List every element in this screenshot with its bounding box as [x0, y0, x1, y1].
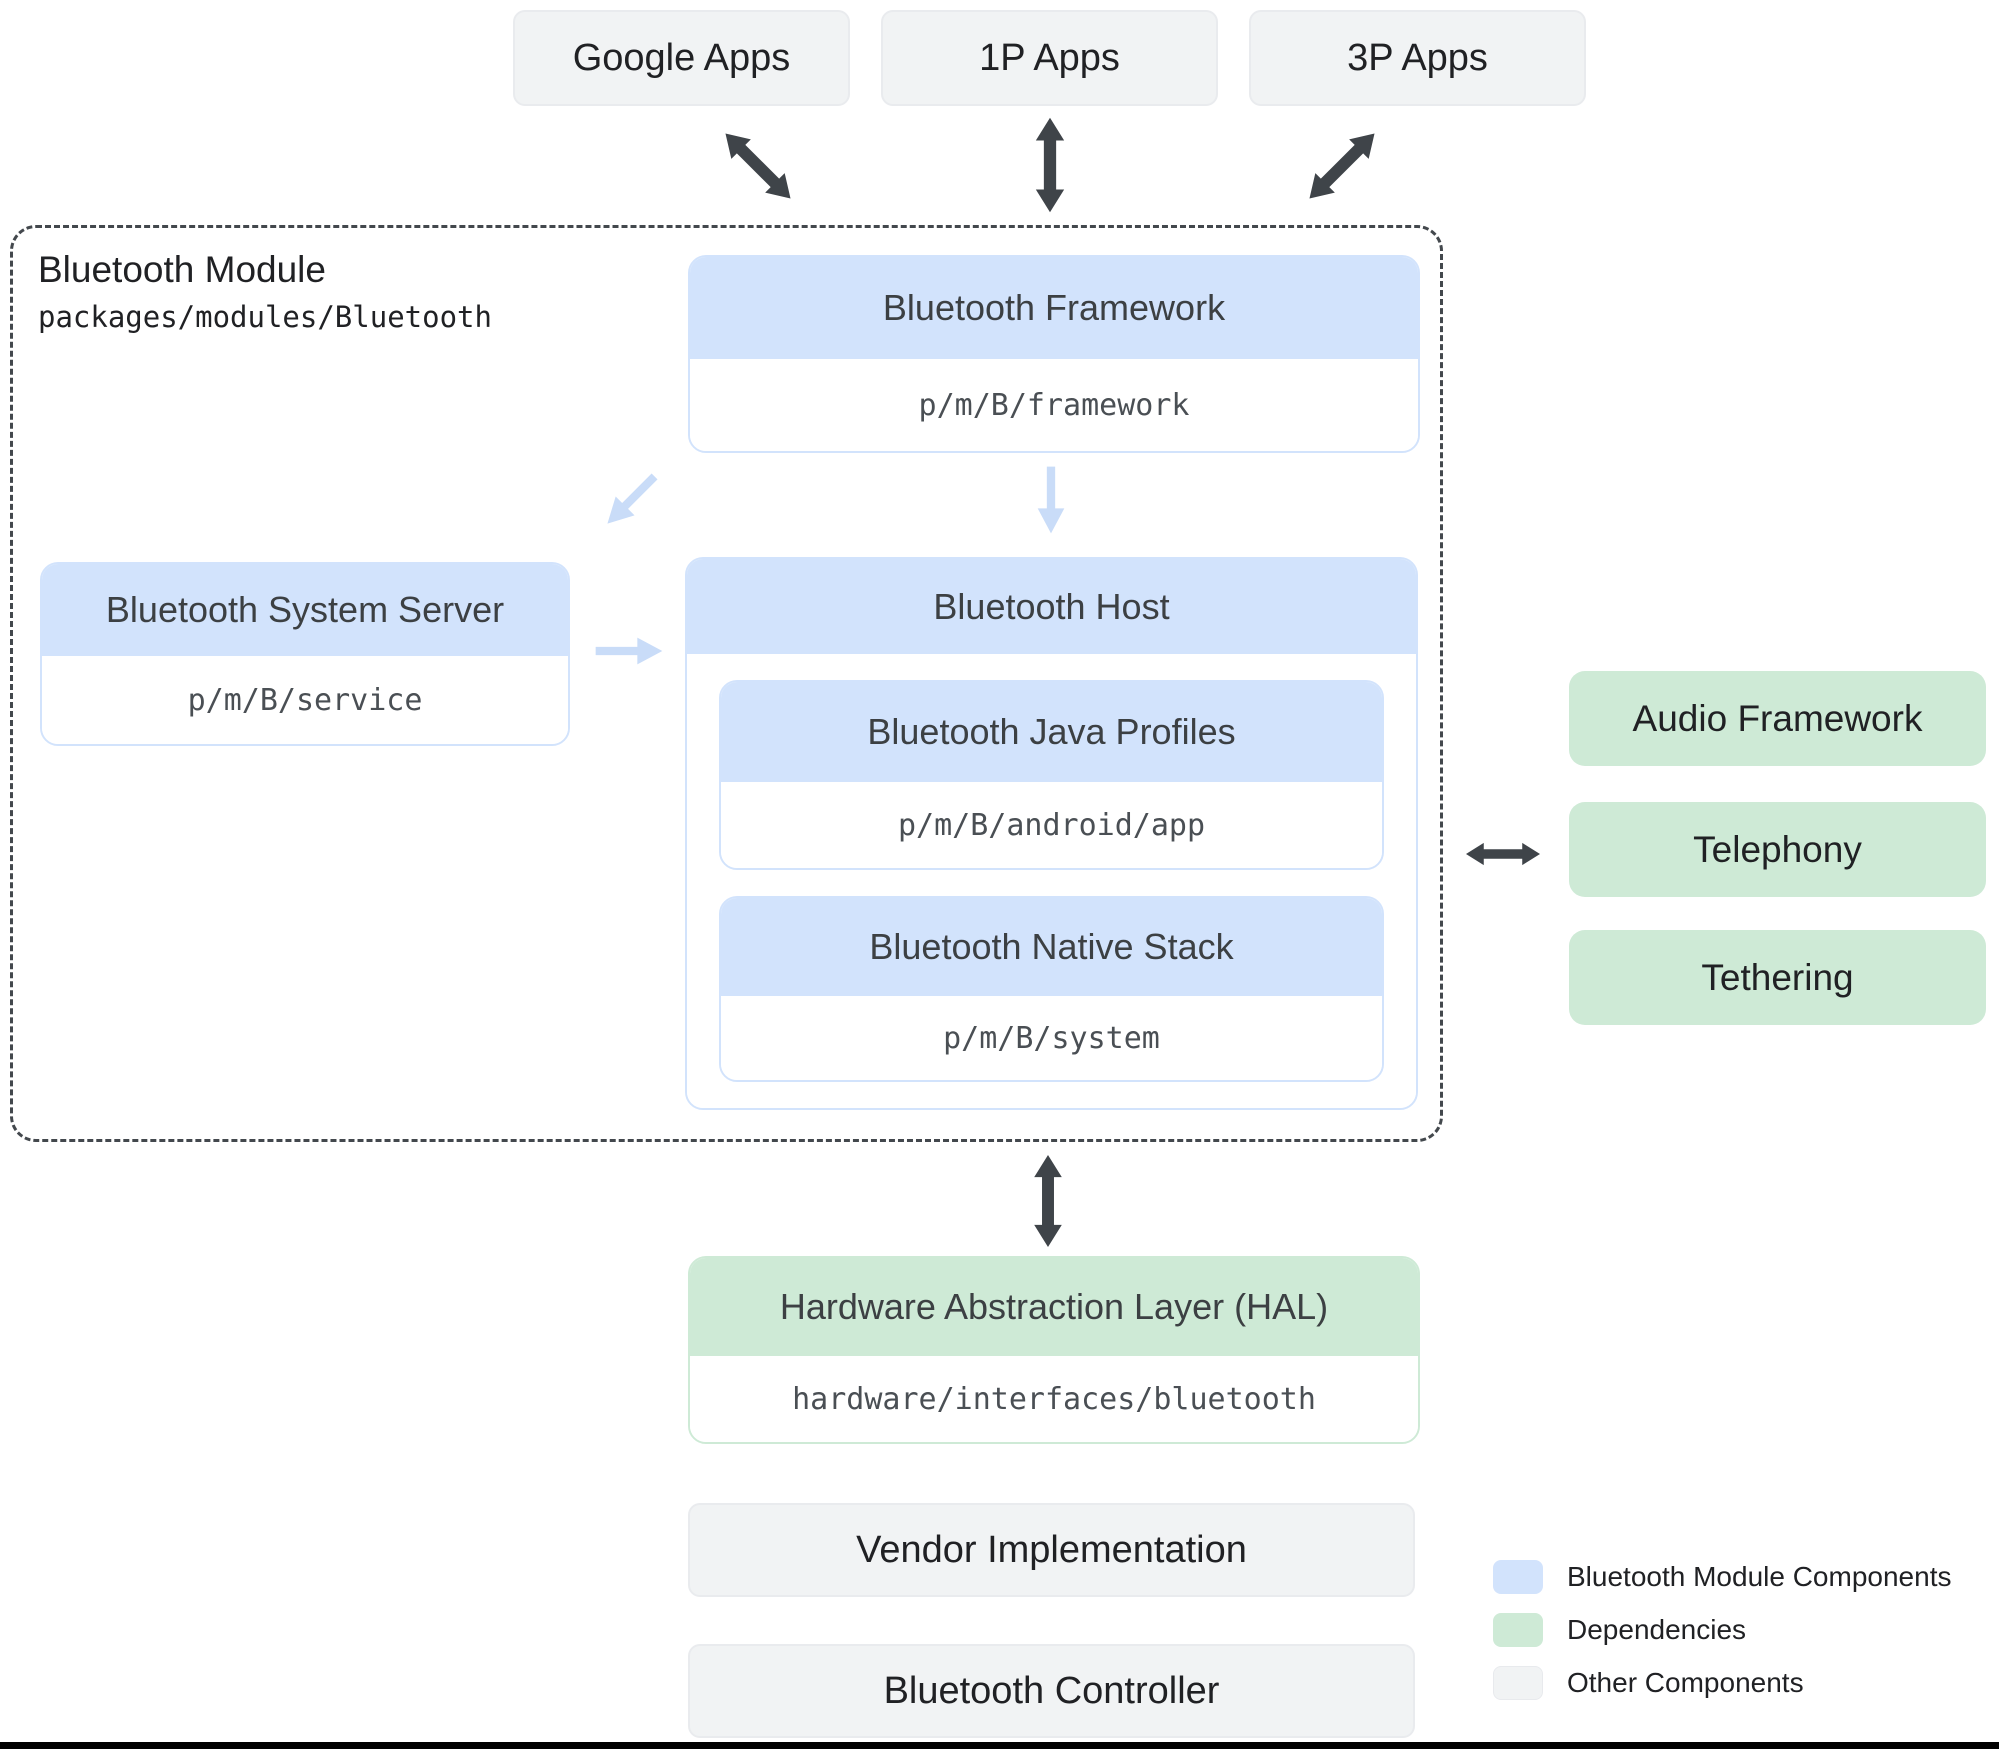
hal-title: Hardware Abstraction Layer (HAL) [690, 1258, 1418, 1356]
bluetooth-host-box: Bluetooth Host Bluetooth Java Profiles p… [685, 557, 1418, 1110]
hal-path: hardware/interfaces/bluetooth [690, 1356, 1418, 1442]
1p-apps-bidirectional-arrow-icon [1033, 117, 1067, 213]
green-swatch-icon [1493, 1613, 1543, 1647]
bluetooth-java-profiles-box: Bluetooth Java Profiles p/m/B/android/ap… [719, 680, 1384, 870]
hal-box: Hardware Abstraction Layer (HAL) hardwar… [688, 1256, 1420, 1444]
tethering-box: Tethering [1569, 930, 1986, 1025]
bluetooth-module-path: packages/modules/Bluetooth [38, 300, 492, 335]
google-apps-label: Google Apps [572, 36, 791, 79]
bluetooth-host-body: Bluetooth Java Profiles p/m/B/android/ap… [687, 654, 1416, 1108]
audio-framework-label: Audio Framework [1632, 697, 1923, 739]
bluetooth-framework-box: Bluetooth Framework p/m/B/framework [688, 255, 1420, 453]
framework-to-host-arrow-icon [1036, 460, 1066, 540]
google-apps-bidirectional-arrow-icon [713, 121, 802, 210]
vendor-implementation-box: Vendor Implementation [688, 1503, 1415, 1597]
google-apps-box: Google Apps [513, 10, 850, 106]
3p-apps-bidirectional-arrow-icon [1297, 121, 1386, 210]
bluetooth-java-profiles-title: Bluetooth Java Profiles [721, 682, 1382, 782]
framework-to-system-server-arrow-icon [590, 459, 672, 541]
bluetooth-controller-label: Bluetooth Controller [883, 1669, 1220, 1712]
bluetooth-framework-title: Bluetooth Framework [690, 257, 1418, 359]
1p-apps-label: 1P Apps [979, 36, 1120, 79]
legend-row-module-components: Bluetooth Module Components [1493, 1560, 1951, 1594]
3p-apps-box: 3P Apps [1249, 10, 1586, 106]
bluetooth-system-server-path: p/m/B/service [42, 656, 568, 744]
legend-label-dependencies: Dependencies [1567, 1614, 1747, 1645]
3p-apps-label: 3P Apps [1347, 36, 1488, 79]
tethering-label: Tethering [1701, 956, 1854, 998]
telephony-box: Telephony [1569, 802, 1986, 897]
blue-swatch-icon [1493, 1560, 1543, 1594]
module-to-dependencies-bidirectional-arrow-icon [1466, 839, 1540, 869]
bluetooth-framework-path: p/m/B/framework [690, 359, 1418, 451]
legend-row-dependencies: Dependencies [1493, 1613, 1951, 1647]
bluetooth-native-stack-box: Bluetooth Native Stack p/m/B/system [719, 896, 1384, 1082]
bluetooth-host-title: Bluetooth Host [687, 559, 1416, 654]
bluetooth-native-stack-title: Bluetooth Native Stack [721, 898, 1382, 996]
module-to-hal-bidirectional-arrow-icon [1031, 1155, 1065, 1247]
bluetooth-system-server-box: Bluetooth System Server p/m/B/service [40, 562, 570, 746]
audio-framework-box: Audio Framework [1569, 671, 1986, 766]
bluetooth-module-title: Bluetooth Module [38, 249, 326, 290]
1p-apps-box: 1P Apps [881, 10, 1218, 106]
system-server-to-host-arrow-icon [590, 636, 668, 666]
bottom-edge-bar [0, 1742, 1999, 1749]
bluetooth-java-profiles-path: p/m/B/android/app [721, 782, 1382, 868]
legend-label-module-components: Bluetooth Module Components [1567, 1561, 1952, 1592]
telephony-label: Telephony [1693, 828, 1862, 870]
bluetooth-native-stack-path: p/m/B/system [721, 996, 1382, 1080]
legend-label-other-components: Other Components [1567, 1667, 1804, 1698]
legend: Bluetooth Module Components Dependencies… [1493, 1560, 1951, 1700]
gray-swatch-icon [1493, 1666, 1543, 1700]
bluetooth-module-heading: Bluetooth Module packages/modules/Blueto… [38, 248, 492, 334]
bluetooth-system-server-title: Bluetooth System Server [42, 564, 568, 656]
vendor-implementation-label: Vendor Implementation [856, 1528, 1247, 1571]
bluetooth-module-frame [10, 225, 1443, 1142]
bluetooth-controller-box: Bluetooth Controller [688, 1644, 1415, 1738]
legend-row-other-components: Other Components [1493, 1666, 1951, 1700]
